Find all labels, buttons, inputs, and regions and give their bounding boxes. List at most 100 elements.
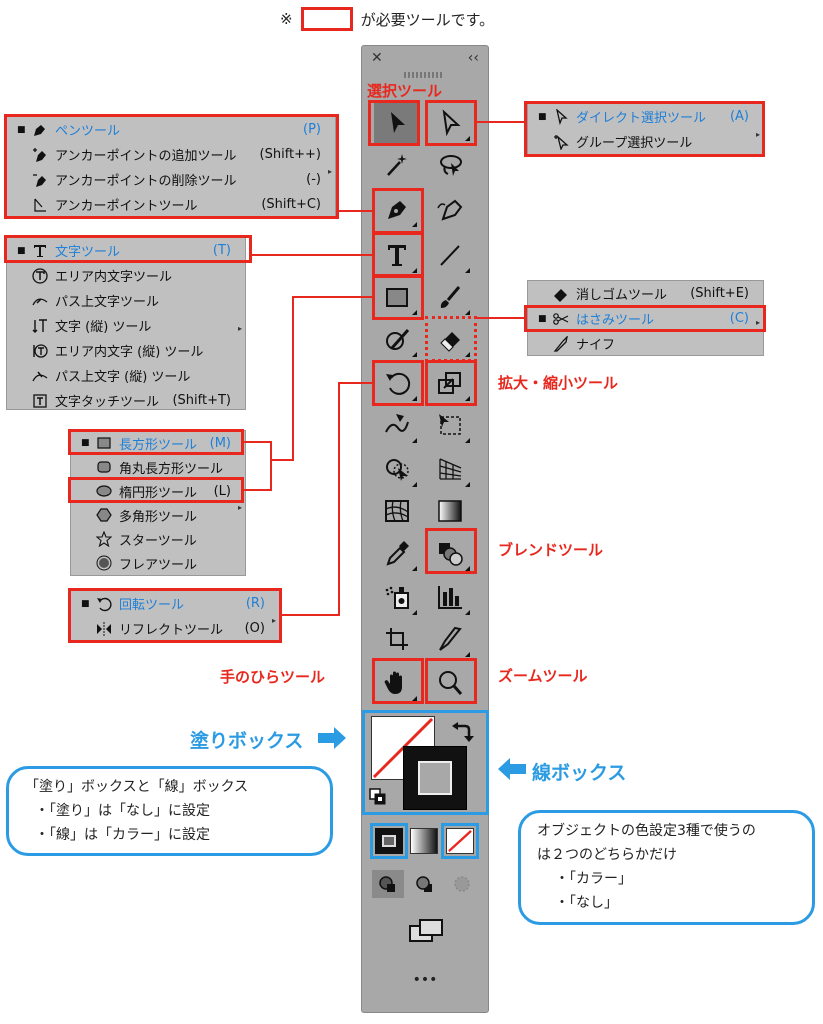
scale-tool[interactable] xyxy=(427,362,473,404)
stroke-arrow-icon xyxy=(498,758,526,780)
rotate-icon xyxy=(386,372,411,395)
ellipse-icon xyxy=(96,485,112,497)
legend: ※ が必要ツールです。 xyxy=(280,6,494,32)
line-icon xyxy=(440,245,460,266)
note-line: は２つのどちらかだけ xyxy=(537,847,677,863)
panel-grip[interactable] xyxy=(404,72,444,78)
flyout-item[interactable]: 楕円形ツール(L) xyxy=(71,479,245,503)
flyout-item[interactable]: アンカーポイントの追加ツール(Shift++) xyxy=(7,142,335,167)
line-segment-tool[interactable] xyxy=(427,234,473,276)
direct-selection-highlight xyxy=(425,100,477,146)
scissors-item-highlight xyxy=(524,305,766,332)
rotate-flyout-highlight xyxy=(68,588,282,643)
slice-tool[interactable] xyxy=(427,618,473,660)
pen-icon xyxy=(388,201,406,219)
eyedropper-tool[interactable] xyxy=(374,532,420,574)
color-mode-note: オブジェクトの色設定3種で使うの は２つのどちらかだけ ・「カラー」 ・「なし」 xyxy=(518,810,815,925)
shaper-tool[interactable] xyxy=(374,318,420,360)
artboard-icon xyxy=(386,628,408,650)
selection-tool[interactable] xyxy=(374,102,420,144)
add-anchor-icon xyxy=(33,147,46,162)
more-tools-button[interactable]: ••• xyxy=(412,972,438,988)
flyout-arrow-icon: ▸ xyxy=(237,503,242,512)
label-fill-box: 塗りボックス xyxy=(190,730,304,752)
gradient-mode-button[interactable] xyxy=(410,828,438,854)
swap-fill-stroke-icon[interactable] xyxy=(450,720,474,744)
note-line: ・「カラー」 xyxy=(555,871,632,887)
artboard-tool[interactable] xyxy=(374,618,420,660)
label-zoom-tool: ズームツール xyxy=(498,667,588,685)
type-flyout: ■文字ツール(T) エリア内文字ツール パス上文字ツール 文字 (縦) ツール … xyxy=(6,237,246,410)
mesh-tool[interactable] xyxy=(374,490,420,532)
shape-builder-tool[interactable] xyxy=(374,448,420,490)
flyout-item[interactable]: エリア内文字ツール xyxy=(7,263,245,288)
fill-arrow-icon xyxy=(318,727,346,749)
legend-prefix: ※ xyxy=(280,10,293,28)
note-line: オブジェクトの色設定3種で使うの xyxy=(537,823,756,839)
flyout-item[interactable]: 角丸長方形ツール xyxy=(71,455,245,479)
eraser-tool[interactable] xyxy=(427,318,473,360)
warp-tool[interactable] xyxy=(374,404,420,446)
flyout-item[interactable]: ■ダイレクト選択ツール(A) xyxy=(538,108,749,126)
hand-icon xyxy=(384,671,402,694)
draw-inside-button[interactable] xyxy=(446,870,478,898)
rotate-tool[interactable] xyxy=(374,362,420,404)
flyout-item[interactable]: 文字タッチツール(Shift+T) xyxy=(7,388,245,413)
free-transform-tool[interactable] xyxy=(427,404,473,446)
flyout-item[interactable]: エリア内文字 (縦) ツール xyxy=(7,338,245,363)
zoom-tool[interactable] xyxy=(427,662,473,704)
blend-tool[interactable] xyxy=(427,532,473,574)
flyout-item[interactable]: アンカーポイントの削除ツール(-) xyxy=(7,167,335,192)
note-line: ・「塗り」は「なし」に設定 xyxy=(35,803,210,819)
flyout-item[interactable]: 消しゴムツール(Shift+E) xyxy=(528,281,763,306)
flyout-item[interactable]: ■文字ツール(T) xyxy=(17,243,231,260)
flyout-item[interactable]: リフレクトツール(O) xyxy=(71,616,279,641)
flyout-item[interactable]: ■回転ツール(R) xyxy=(81,596,265,613)
stroke-swatch[interactable] xyxy=(403,746,467,810)
flyout-item[interactable]: フレアツール xyxy=(71,551,245,575)
column-graph-tool[interactable] xyxy=(427,576,473,618)
flyout-item[interactable]: グループ選択ツール xyxy=(528,129,763,154)
gradient-tool[interactable] xyxy=(427,490,473,532)
rotate-flyout: ■回転ツール(R) リフレクトツール(O) ▸ xyxy=(70,590,280,642)
flyout-item[interactable]: ■はさみツール(C) xyxy=(538,311,749,328)
pen-tool[interactable] xyxy=(374,188,420,230)
delete-anchor-icon xyxy=(33,173,46,187)
rectangle-tool[interactable] xyxy=(374,276,420,318)
flyout-item[interactable]: スターツール xyxy=(71,527,245,551)
flyout-item[interactable]: パス上文字ツール xyxy=(7,288,245,313)
screen-mode-button[interactable] xyxy=(406,916,446,946)
hand-tool[interactable] xyxy=(374,662,420,704)
flyout-item[interactable]: パス上文字 (縦) ツール xyxy=(7,363,245,388)
direct-selection-tool[interactable] xyxy=(427,102,473,144)
flyout-item[interactable]: ■ペンツール(P) xyxy=(17,122,321,139)
draw-normal-button[interactable] xyxy=(372,870,404,898)
curvature-tool[interactable] xyxy=(427,188,473,230)
flyout-item[interactable]: ■長方形ツール(M) xyxy=(81,435,231,453)
zoom-highlight xyxy=(425,658,477,704)
direct-selection-flyout: ■ダイレクト選択ツール(A) グループ選択ツール ▸ xyxy=(527,103,764,157)
paintbrush-tool[interactable] xyxy=(427,276,473,318)
fill-stroke-highlight xyxy=(362,710,489,815)
flyout-item[interactable]: 文字 (縦) ツール xyxy=(7,313,245,338)
vertical-type-on-path-icon xyxy=(32,371,48,381)
flyout-item[interactable]: アンカーポイントツール(Shift+C) xyxy=(7,192,335,217)
type-tool[interactable] xyxy=(374,234,420,276)
collapse-icon[interactable]: ‹‹ xyxy=(467,50,479,66)
default-colors-icon[interactable] xyxy=(369,788,387,806)
color-mode-button[interactable] xyxy=(375,828,403,854)
flyout-arrow-icon: ▸ xyxy=(755,130,760,139)
perspective-grid-tool[interactable] xyxy=(427,448,473,490)
close-icon[interactable]: ✕ xyxy=(371,50,383,66)
symbol-sprayer-tool[interactable] xyxy=(374,576,420,618)
none-mode-button[interactable] xyxy=(446,828,474,854)
fill-stroke-note: 「塗り」ボックスと「線」ボックス ・「塗り」は「なし」に設定 ・「線」は「カラー… xyxy=(6,766,333,856)
pen-icon xyxy=(34,124,45,136)
magic-wand-tool[interactable] xyxy=(374,144,420,186)
label-stroke-box: 線ボックス xyxy=(532,762,627,784)
draw-behind-button[interactable] xyxy=(409,870,441,898)
flyout-item[interactable]: ナイフ xyxy=(528,331,763,356)
flyout-item[interactable]: 多角形ツール xyxy=(71,503,245,527)
symbol-sprayer-icon xyxy=(385,586,409,609)
lasso-tool[interactable] xyxy=(427,144,473,186)
